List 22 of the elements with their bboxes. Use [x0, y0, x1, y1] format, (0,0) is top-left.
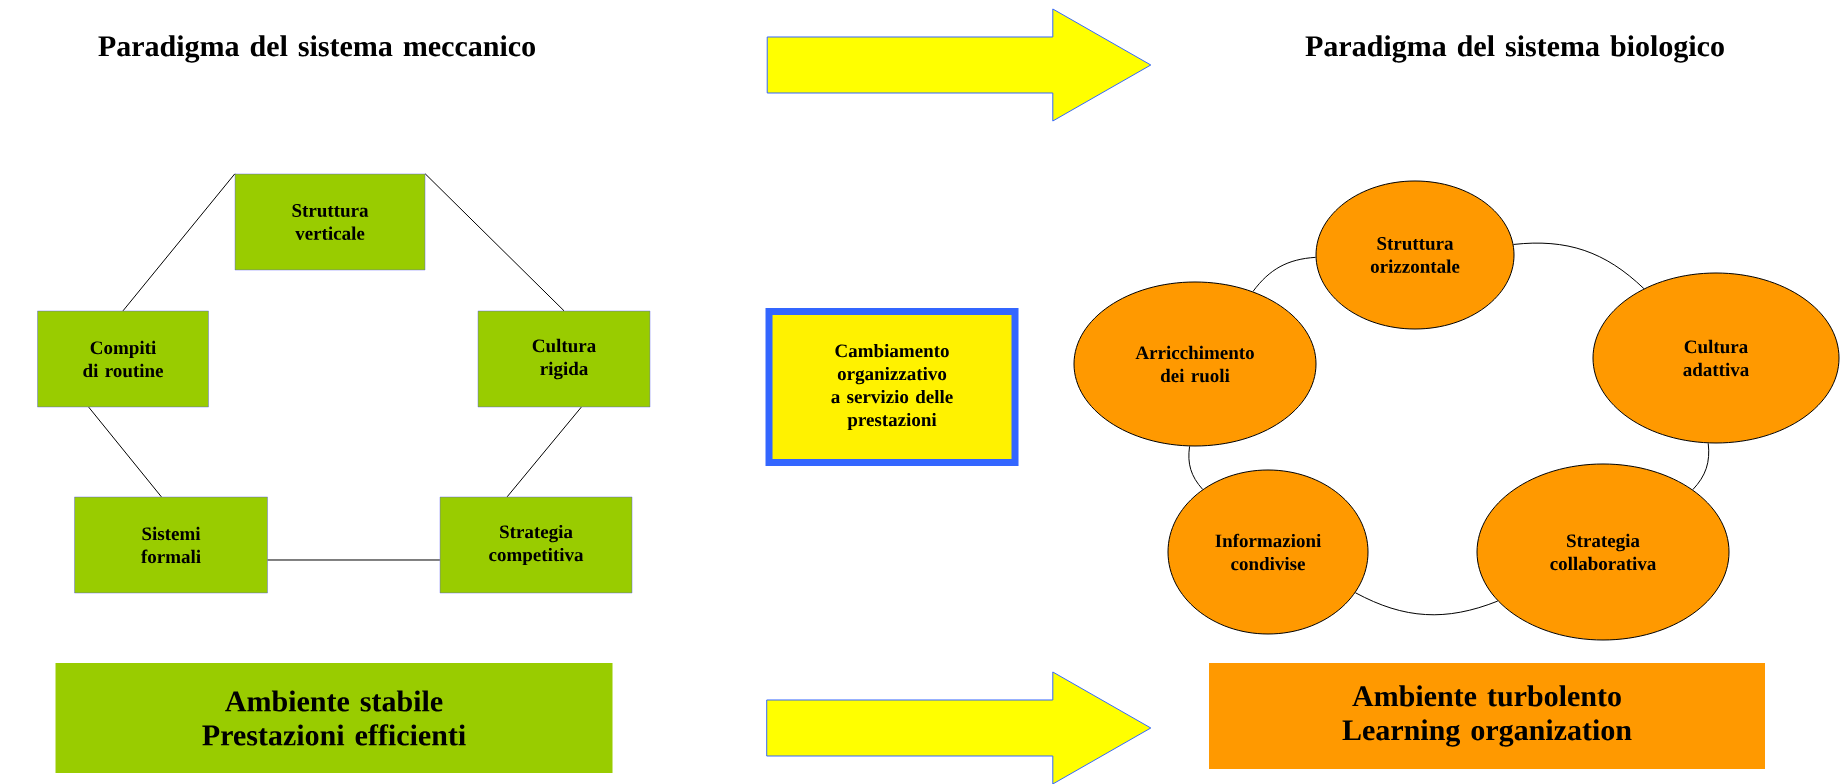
concept-box: Sistemi formali	[74, 496, 268, 594]
connector-line	[424, 173, 565, 312]
environment-box: Ambiente stabile Prestazioni efficienti	[55, 663, 613, 773]
environment-box: Ambiente turbolento Learning organization	[1209, 663, 1765, 769]
connector-line	[506, 406, 582, 498]
heading: Paradigma del sistema meccanico	[98, 35, 535, 63]
heading: Paradigma del sistema biologico	[1305, 35, 1724, 63]
connector-arc	[1692, 442, 1710, 491]
connector-line	[267, 559, 441, 561]
connector-line	[122, 173, 236, 312]
connector-arc	[1252, 256, 1317, 292]
highlight-box: Cambiamento organizzativo a servizio delle prestazioni	[765, 308, 1019, 466]
connector-line	[88, 406, 162, 498]
concept-box: Cultura rigida	[477, 310, 651, 408]
block-arrow	[766, 671, 1152, 784]
connector-arc	[1354, 592, 1499, 616]
connector-arc	[1188, 445, 1204, 490]
concept-box: Strategia competitiva	[439, 496, 633, 594]
concept-box: Struttura verticale	[234, 173, 426, 271]
block-arrow	[766, 8, 1152, 122]
connector-arc	[1513, 242, 1645, 290]
concept-box: Compiti di routine	[37, 310, 209, 408]
